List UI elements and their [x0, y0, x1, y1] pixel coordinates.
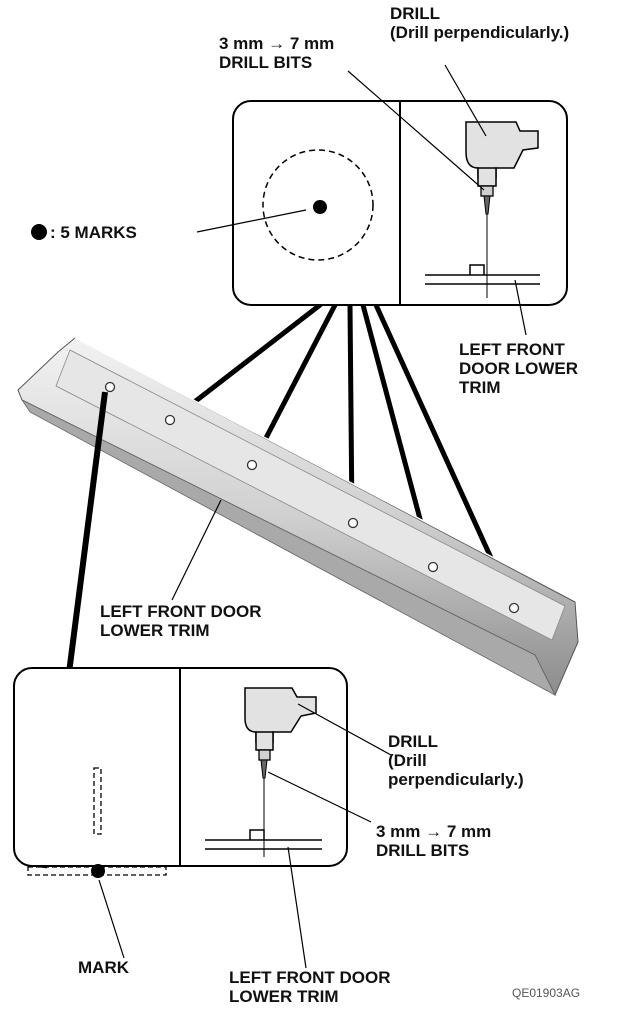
hole-5	[508, 602, 520, 614]
bottom-trim-line-2: LOWER TRIM	[229, 987, 339, 1006]
mark-dot	[313, 200, 327, 214]
bottom-trim-label: LEFT FRONT DOOR LOWER TRIM	[229, 968, 390, 1006]
bottom-drill-bits-label: 3 mm → 7 mm DRILL BITS	[376, 822, 491, 860]
middle-trim-label: LEFT FRONT DOOR LOWER TRIM	[100, 602, 261, 640]
top-drill-icon	[465, 121, 539, 298]
bottom-drill-line-3: perpendicularly.)	[388, 770, 524, 789]
hole-1	[164, 414, 176, 426]
hole-mark	[104, 381, 116, 393]
top-trim-line-2: DOOR LOWER	[459, 359, 578, 378]
top-bits-line-2: DRILL BITS	[219, 53, 313, 72]
marks-legend-label: : 5 MARKS	[50, 223, 137, 242]
bottom-bits-line-1: 3 mm → 7 mm	[376, 822, 492, 841]
middle-trim-line-1: LEFT FRONT DOOR	[100, 602, 262, 621]
top-trim-label: LEFT FRONT DOOR LOWER TRIM	[459, 340, 578, 397]
hole-3	[347, 517, 359, 529]
hole-4	[427, 561, 439, 573]
top-trim-line-1: LEFT FRONT	[459, 340, 565, 359]
bottom-drill-icon	[244, 687, 317, 857]
top-drill-line-2: (Drill perpendicularly.)	[390, 23, 570, 42]
top-trim-section	[425, 264, 540, 285]
bottom-drill-line-2: (Drill	[388, 751, 427, 770]
top-bits-line-1: 3 mm → 7 mm	[219, 34, 335, 53]
trim-holes	[104, 381, 520, 614]
bottom-detail-box	[13, 667, 348, 878]
bottom-trim-section	[205, 829, 322, 850]
bottom-mark-dot	[91, 864, 105, 878]
callout-lines	[98, 64, 527, 969]
bottom-drill-label: DRILL (Drill perpendicularly.)	[388, 732, 524, 789]
figure-code: QE01903AG	[512, 986, 581, 1000]
dashed-vertical-bar	[93, 767, 102, 835]
bottom-bits-line-2: DRILL BITS	[376, 841, 470, 860]
dashed-circle	[262, 149, 374, 261]
middle-trim-line-2: LOWER TRIM	[100, 621, 210, 640]
bottom-trim-line-1: LEFT FRONT DOOR	[229, 968, 391, 987]
mark-label: MARK	[78, 958, 129, 977]
top-drill-label: DRILL (Drill perpendicularly.)	[390, 4, 569, 42]
hole-2	[246, 459, 258, 471]
bottom-drill-line-1: DRILL	[388, 732, 439, 751]
top-drill-bits-label: 3 mm → 7 mm DRILL BITS	[219, 34, 334, 72]
top-drill-line-1: DRILL	[390, 4, 441, 23]
legend-dot-icon	[31, 224, 47, 240]
top-trim-line-3: TRIM	[459, 378, 501, 397]
top-detail-box	[232, 100, 568, 306]
